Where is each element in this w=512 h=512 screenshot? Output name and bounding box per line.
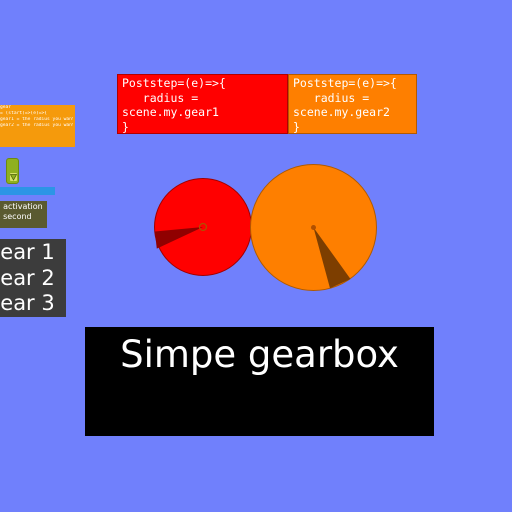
scene-title: Simpe gearbox [120,333,399,376]
gear1-script-box[interactable]: Poststep=(e)=>{ radius = scene.my.gear1 … [117,74,288,134]
code-line: scene.my.gear1 [122,105,219,119]
code-line: radius = [293,90,370,105]
slider-track[interactable] [0,187,55,195]
title-panel: Simpe gearbox [85,327,434,436]
gear2[interactable] [250,164,377,291]
gear2-pivot[interactable] [311,225,316,230]
gear-selector-list[interactable]: Gear 1 Gear 2 Gear 3 [0,239,66,317]
script-note-line: = (start)=>(e)=>{ [0,111,48,117]
code-line: } [293,119,300,134]
gear-option-2[interactable]: Gear 2 [0,265,55,290]
activation-panel[interactable]: activation second [0,201,47,228]
gear1-marker-slice [154,227,203,249]
script-note-panel: gear = (start)=>(e)=>{ gear1 = the radiu… [0,105,75,147]
script-note-line: gear [0,105,12,110]
gear-option-1[interactable]: Gear 1 [0,240,55,264]
code-line: radius = [122,90,199,105]
gear1[interactable] [154,178,252,276]
gear-option-3[interactable]: Gear 3 [0,291,55,315]
code-line: Poststep=(e)=>{ [293,76,397,90]
gear2-script-box[interactable]: Poststep=(e)=>{ radius = scene.my.gear2 … [288,74,417,134]
gear2-marker-slice [313,227,351,289]
code-line: Poststep=(e)=>{ [122,76,226,90]
code-line: scene.my.gear2 [293,105,390,119]
code-line: } [122,119,129,134]
activation-seconds-label: second [0,212,32,221]
script-note-line: gear1 = the radius you want [0,117,73,123]
activation-label: activation [0,202,43,211]
chevron-down-icon [10,173,17,181]
script-note-line: gear2 = the radius you want [0,123,73,129]
lever-switch[interactable] [6,158,19,184]
gear1-pivot[interactable] [198,222,208,232]
